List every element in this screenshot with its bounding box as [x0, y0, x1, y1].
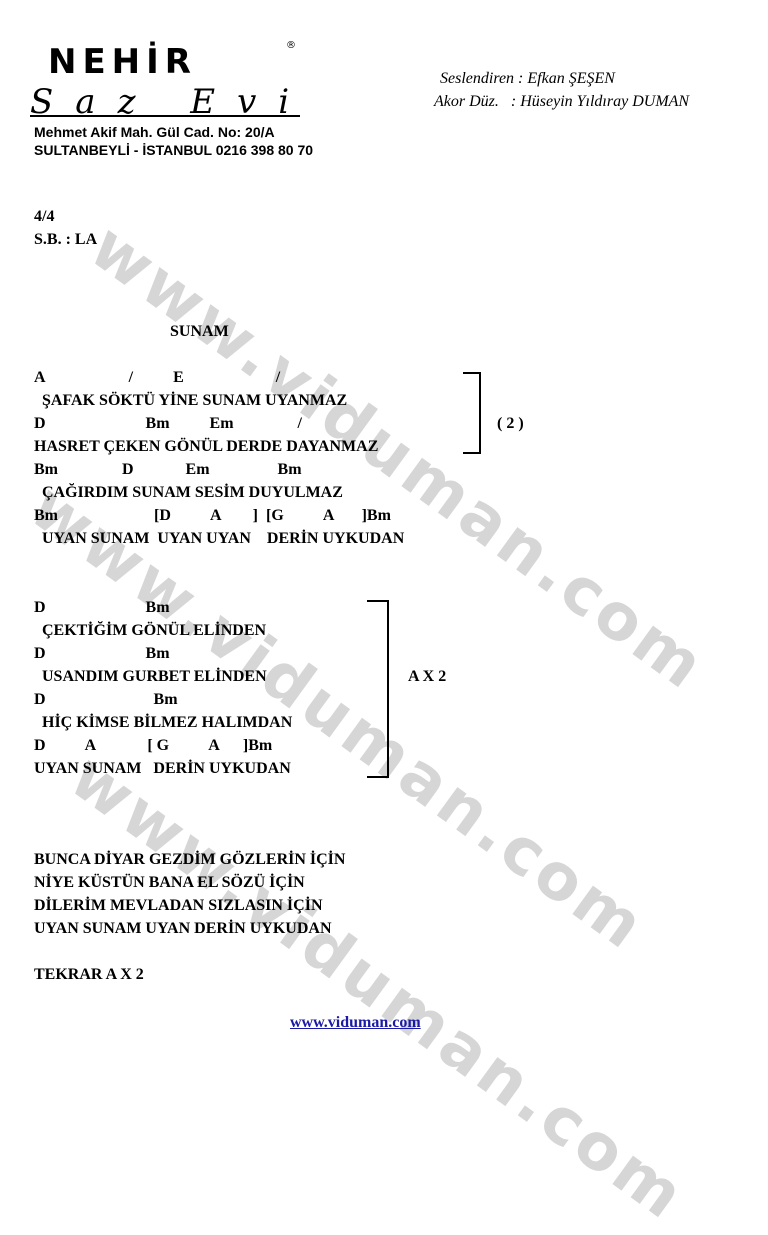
performer-credit: Seslendiren : Efkan ŞEŞEN: [440, 70, 615, 87]
registered-mark: ®: [286, 40, 296, 51]
repeat-count: A X 2: [408, 668, 447, 685]
lyric-line: ÇEKTİĞİM GÖNÜL ELİNDEN: [34, 622, 267, 639]
lyric-line: HİÇ KİMSE BİLMEZ HALIMDAN: [34, 714, 293, 731]
chord-line: D A [ G A ]Bm: [34, 737, 273, 754]
chord-line: D Bm: [34, 599, 170, 616]
chord-line: D Bm Em /: [34, 415, 302, 432]
brand-logo: NEHİR: [48, 42, 197, 82]
address-line-1: Mehmet Akif Mah. Gül Cad. No: 20/A: [34, 124, 275, 140]
chord-line: A / E /: [34, 369, 281, 386]
repeat-count: ( 2 ): [497, 415, 524, 432]
key-signature: S.B. : LA: [34, 231, 98, 248]
lyric-line: HASRET ÇEKEN GÖNÜL DERDE DAYANMAZ: [34, 438, 379, 455]
lyric-line: ŞAFAK SÖKTÜ YİNE SUNAM UYANMAZ: [34, 392, 348, 409]
chord-line: Bm D Em Bm: [34, 461, 302, 478]
song-sheet: NEHİR ® Saz Evi Mehmet Akif Mah. Gül Cad…: [30, 40, 690, 1031]
song-title: SUNAM: [170, 323, 229, 340]
lyric-line: UYAN SUNAM UYAN UYAN DERİN UYKUDAN: [34, 530, 405, 547]
lyric-line: USANDIM GURBET ELİNDEN: [34, 668, 267, 685]
lyric-line: UYAN SUNAM UYAN DERİN UYKUDAN: [34, 920, 332, 937]
lyric-line: BUNCA DİYAR GEZDİM GÖZLERİN İÇİN: [34, 851, 346, 868]
script-underline: [30, 115, 300, 117]
chord-line: Bm [D A ] [G A ]Bm: [34, 507, 391, 524]
repeat-note: TEKRAR A X 2: [34, 966, 144, 983]
chord-line: D Bm: [34, 691, 178, 708]
lyric-line: DİLERİM MEVLADAN SIZLASIN İÇİN: [34, 897, 323, 914]
time-signature: 4/4: [34, 208, 55, 225]
footer-website-link[interactable]: www.viduman.com: [290, 1014, 421, 1031]
address-line-2: SULTANBEYLİ - İSTANBUL 0216 398 80 70: [34, 142, 314, 158]
lyric-line: ÇAĞIRDIM SUNAM SESİM DUYULMAZ: [34, 484, 343, 501]
repeat-bracket: [463, 372, 481, 454]
arranger-credit: Akor Düz. : Hüseyin Yıldıray DUMAN: [434, 93, 690, 110]
lyric-line: UYAN SUNAM DERİN UYKUDAN: [34, 760, 291, 777]
repeat-bracket: [367, 600, 389, 778]
chord-line: D Bm: [34, 645, 170, 662]
lyric-line: NİYE KÜSTÜN BANA EL SÖZÜ İÇİN: [34, 874, 305, 891]
